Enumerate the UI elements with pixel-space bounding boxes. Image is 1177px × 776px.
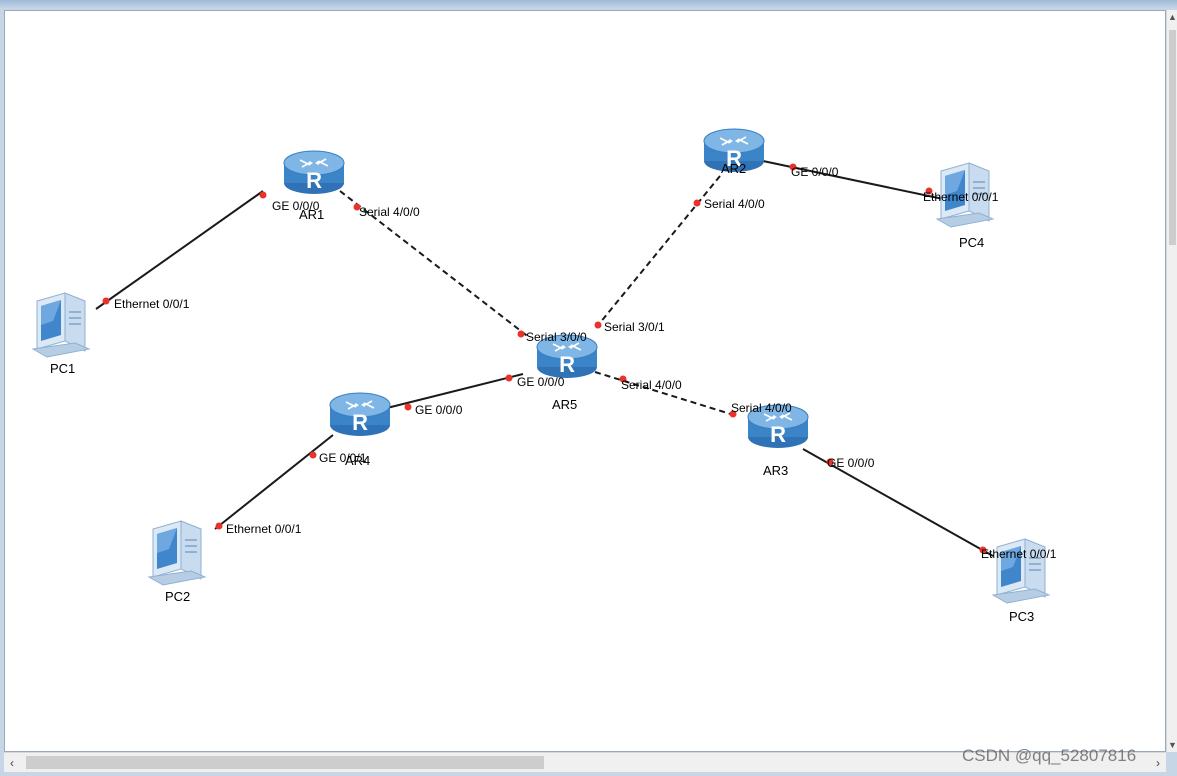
link-ar4-ar5 [382, 373, 524, 410]
device-label-pc1: PC1 [50, 361, 75, 376]
port-dot [979, 546, 987, 554]
port-label: GE 0/0/0 [272, 199, 320, 213]
scroll-up-icon[interactable]: ▲ [1168, 12, 1177, 22]
device-label-pc3: PC3 [1009, 609, 1034, 624]
device-label-ar3: AR3 [763, 463, 788, 478]
port-label: GE 0/0/0 [415, 403, 463, 417]
topology-canvas[interactable]: R [4, 10, 1166, 752]
pc-icon [148, 520, 206, 586]
scroll-right-icon[interactable]: › [1156, 756, 1160, 770]
vertical-scroll-thumb[interactable] [1169, 30, 1176, 245]
topology-diagram: R [32, 128, 1057, 624]
router-icon [283, 150, 345, 195]
link-ar5-ar3 [594, 371, 738, 417]
link-ar3-pc3 [802, 448, 994, 557]
link-ar1-pc1 [95, 190, 264, 310]
scroll-left-icon[interactable]: ‹ [10, 756, 14, 770]
port-dot [517, 330, 525, 338]
port-dot [619, 375, 627, 383]
port-label: Serial 3/0/1 [604, 320, 665, 334]
device-label-ar5: AR5 [552, 397, 577, 412]
port-dot [353, 203, 361, 211]
port-dot [404, 403, 412, 411]
port-dot [789, 163, 797, 171]
port-label: Serial 3/0/0 [526, 330, 587, 344]
vertical-scrollbar[interactable]: ▲ ▼ [1166, 10, 1177, 752]
port-dot [594, 321, 602, 329]
device-label-ar4: AR4 [345, 453, 370, 468]
device-label-pc4: PC4 [959, 235, 984, 250]
router-ar4[interactable] [329, 392, 391, 437]
port-label: Ethernet 0/0/1 [226, 522, 302, 536]
port-label: Serial 4/0/0 [704, 197, 765, 211]
port-label: Ethernet 0/0/1 [981, 547, 1057, 561]
link-ar4-pc2 [214, 434, 334, 530]
port-label: Serial 4/0/0 [621, 378, 682, 392]
port-label: GE 0/0/0 [791, 165, 839, 179]
link-ar2-ar5 [594, 175, 721, 330]
port-label: GE 0/0/0 [827, 456, 875, 470]
horizontal-scrollbar[interactable]: ‹ › [4, 752, 1166, 772]
port-label: Ethernet 0/0/1 [114, 297, 190, 311]
link-ar1-ar5 [339, 190, 531, 339]
port-dot [102, 297, 110, 305]
device-label-pc2: PC2 [165, 589, 190, 604]
port-dot [925, 187, 933, 195]
device-label-ar1: AR1 [299, 207, 324, 222]
window-title-bar [0, 0, 1177, 9]
pc-pc2[interactable] [148, 520, 206, 586]
watermark: CSDN @qq_52807816 [962, 746, 1137, 765]
port-label: Serial 4/0/0 [731, 401, 792, 415]
ports-layer [102, 163, 987, 554]
router-ar1[interactable] [283, 150, 345, 195]
pc-icon [32, 292, 90, 358]
router-icon [329, 392, 391, 437]
scroll-down-icon[interactable]: ▼ [1168, 740, 1177, 750]
pc-pc1[interactable] [32, 292, 90, 358]
port-label: GE 0/0/1 [319, 451, 367, 465]
port-dot [215, 522, 223, 530]
port-dot [309, 451, 317, 459]
port-dot [505, 374, 513, 382]
port-dot [826, 458, 834, 466]
port-label: Ethernet 0/0/1 [923, 190, 999, 204]
horizontal-scroll-thumb[interactable] [26, 756, 544, 769]
port-dot [729, 410, 737, 418]
port-label: Serial 4/0/0 [359, 205, 420, 219]
port-label: GE 0/0/0 [517, 375, 565, 389]
port-dot [259, 191, 267, 199]
port-dot [693, 199, 701, 207]
device-label-ar2: AR2 [721, 161, 746, 176]
